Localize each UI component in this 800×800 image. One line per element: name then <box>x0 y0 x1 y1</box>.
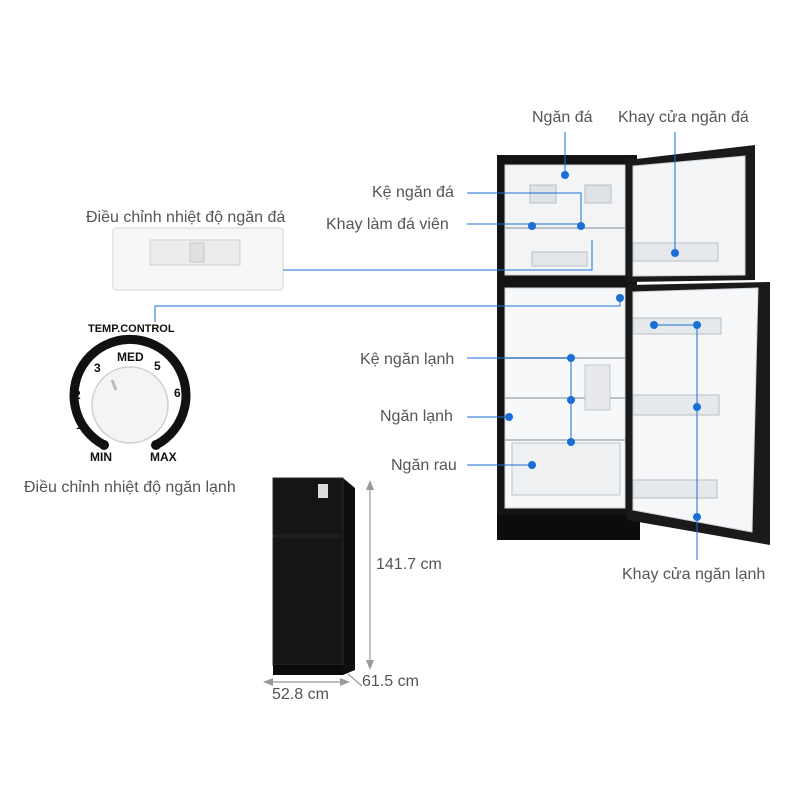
energy-label <box>318 484 328 498</box>
label-fridge-shelf: Kệ ngăn lạnh <box>360 351 455 368</box>
label-freezer: Ngăn đá <box>532 109 593 126</box>
dimension-depth: 61.5 cm <box>362 673 419 690</box>
label-freezer-temp-control: Điều chỉnh nhiệt độ ngăn đá <box>86 209 286 226</box>
label-fridge-temp-control: Điều chỉnh nhiệt độ ngăn lạnh <box>24 479 236 496</box>
label-ice-tray: Khay làm đá viên <box>326 216 449 233</box>
open-fridge-illustration <box>497 145 770 545</box>
dimension-width: 52.8 cm <box>272 686 329 703</box>
dial-number-5: 5 <box>154 359 161 373</box>
label-freezer-shelf: Kệ ngăn đá <box>372 184 454 201</box>
dial-number-3: 3 <box>94 361 101 375</box>
crisper-drawer <box>511 442 621 496</box>
fridge-base <box>497 515 640 540</box>
fridge-door-tray-2 <box>632 394 720 416</box>
ice-tray <box>531 251 588 267</box>
label-fridge: Ngăn lạnh <box>380 408 453 425</box>
dial-max-label: MAX <box>150 450 177 464</box>
dial-min-label: MIN <box>90 450 112 464</box>
temperature-dial <box>69 334 191 450</box>
fridge-dimension-illustration <box>263 477 374 687</box>
dial-number-2: 2 <box>74 388 81 402</box>
fridge-door-tray-1 <box>632 317 722 335</box>
label-fridge-door-tray: Khay cửa ngăn lạnh <box>622 566 766 583</box>
fridge-door-tray-3 <box>632 479 718 499</box>
dial-title: TEMP.CONTROL <box>88 323 175 335</box>
callout-dots <box>505 171 701 521</box>
dimension-height: 141.7 cm <box>376 556 442 573</box>
dial-number-7: 7 <box>176 414 183 428</box>
freezer-control-panel <box>112 227 284 291</box>
dial-med-label: MED <box>117 350 144 364</box>
label-freezer-door-tray: Khay cửa ngăn đá <box>618 109 749 126</box>
depth-line <box>347 673 363 687</box>
dial-scale-arc <box>69 334 191 449</box>
dial-knob <box>91 366 169 444</box>
dial-number-6: 6 <box>174 386 181 400</box>
dial-number-1: 1 <box>76 418 83 432</box>
label-crisper: Ngăn rau <box>391 457 457 474</box>
